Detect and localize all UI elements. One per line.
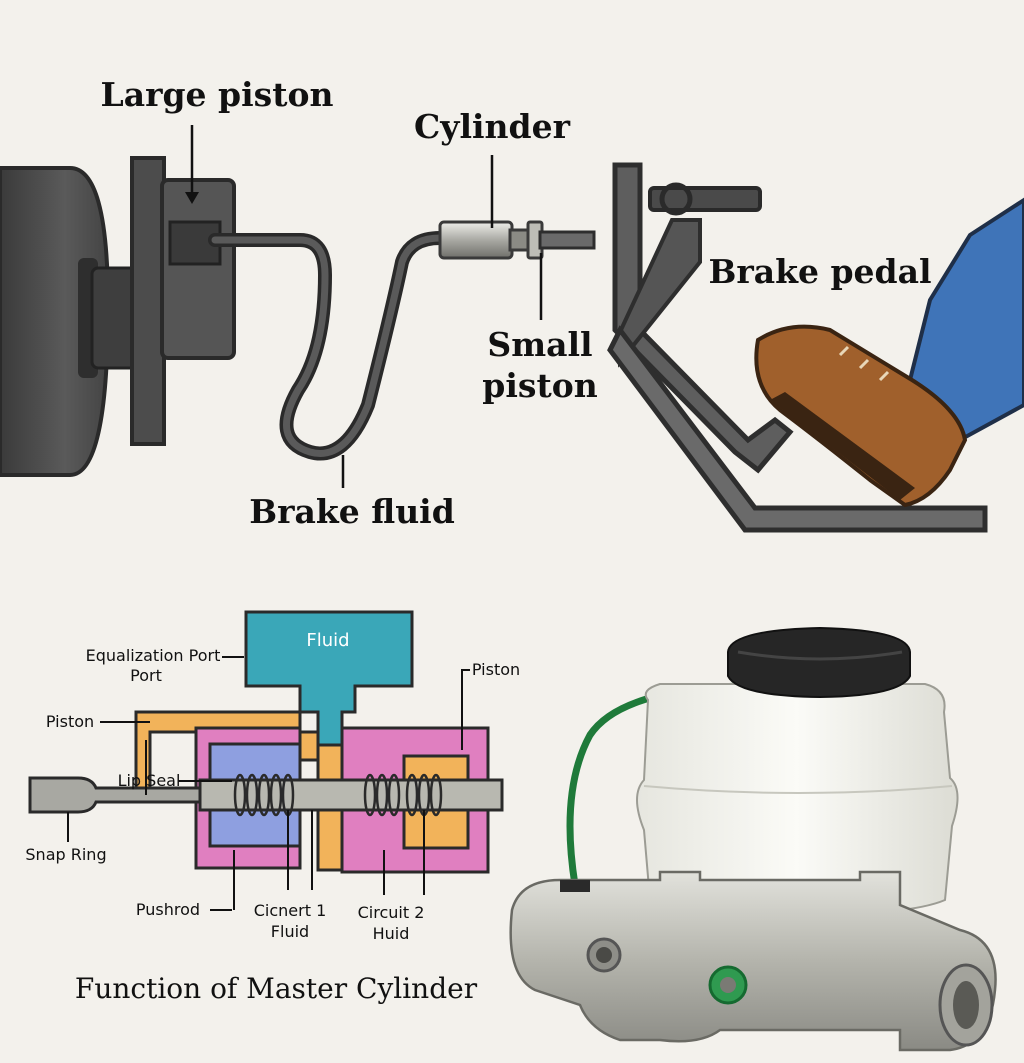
circuit1-label-line2: Fluid (271, 922, 309, 941)
equalization-port-label-line1: Equalization Port (86, 646, 221, 665)
foot-shoe-icon (754, 197, 1024, 508)
pushrod-label: Pushrod (136, 900, 200, 919)
cylinder-label: Cylinder (414, 107, 571, 146)
piston-left-label: Piston (46, 712, 94, 731)
brake-pedal-label: Brake pedal (708, 252, 931, 291)
top-leader-lines (185, 125, 543, 488)
small-piston-label-line2: piston (482, 366, 597, 405)
master-cylinder-body-icon (509, 626, 997, 1052)
brake-line-icon (208, 231, 447, 461)
brake-fluid-label: Brake fluid (249, 492, 455, 531)
small-cylinder-icon (438, 220, 596, 260)
snap-ring-label: Snap Ring (25, 845, 106, 864)
large-piston-label: Large piston (101, 75, 334, 114)
caption-title: Function of Master Cylinder (75, 972, 478, 1005)
fluid-label: Fluid (306, 630, 349, 651)
circuit2-label-line2: Huid (373, 924, 410, 943)
small-piston-label-line1: Small (487, 325, 592, 364)
piston-right-label: Piston (472, 660, 520, 679)
lip-seal-label: Lip Seal (118, 771, 181, 790)
cutaway-diagram (28, 610, 504, 911)
circuit1-label-line1: Cicnert 1 (254, 901, 327, 920)
equalization-port-label-line2: Port (130, 666, 162, 685)
brake-drum-icon (0, 156, 236, 477)
brake-pedal-icon (607, 162, 988, 533)
circuit2-label-line1: Circuit 2 (358, 903, 425, 922)
